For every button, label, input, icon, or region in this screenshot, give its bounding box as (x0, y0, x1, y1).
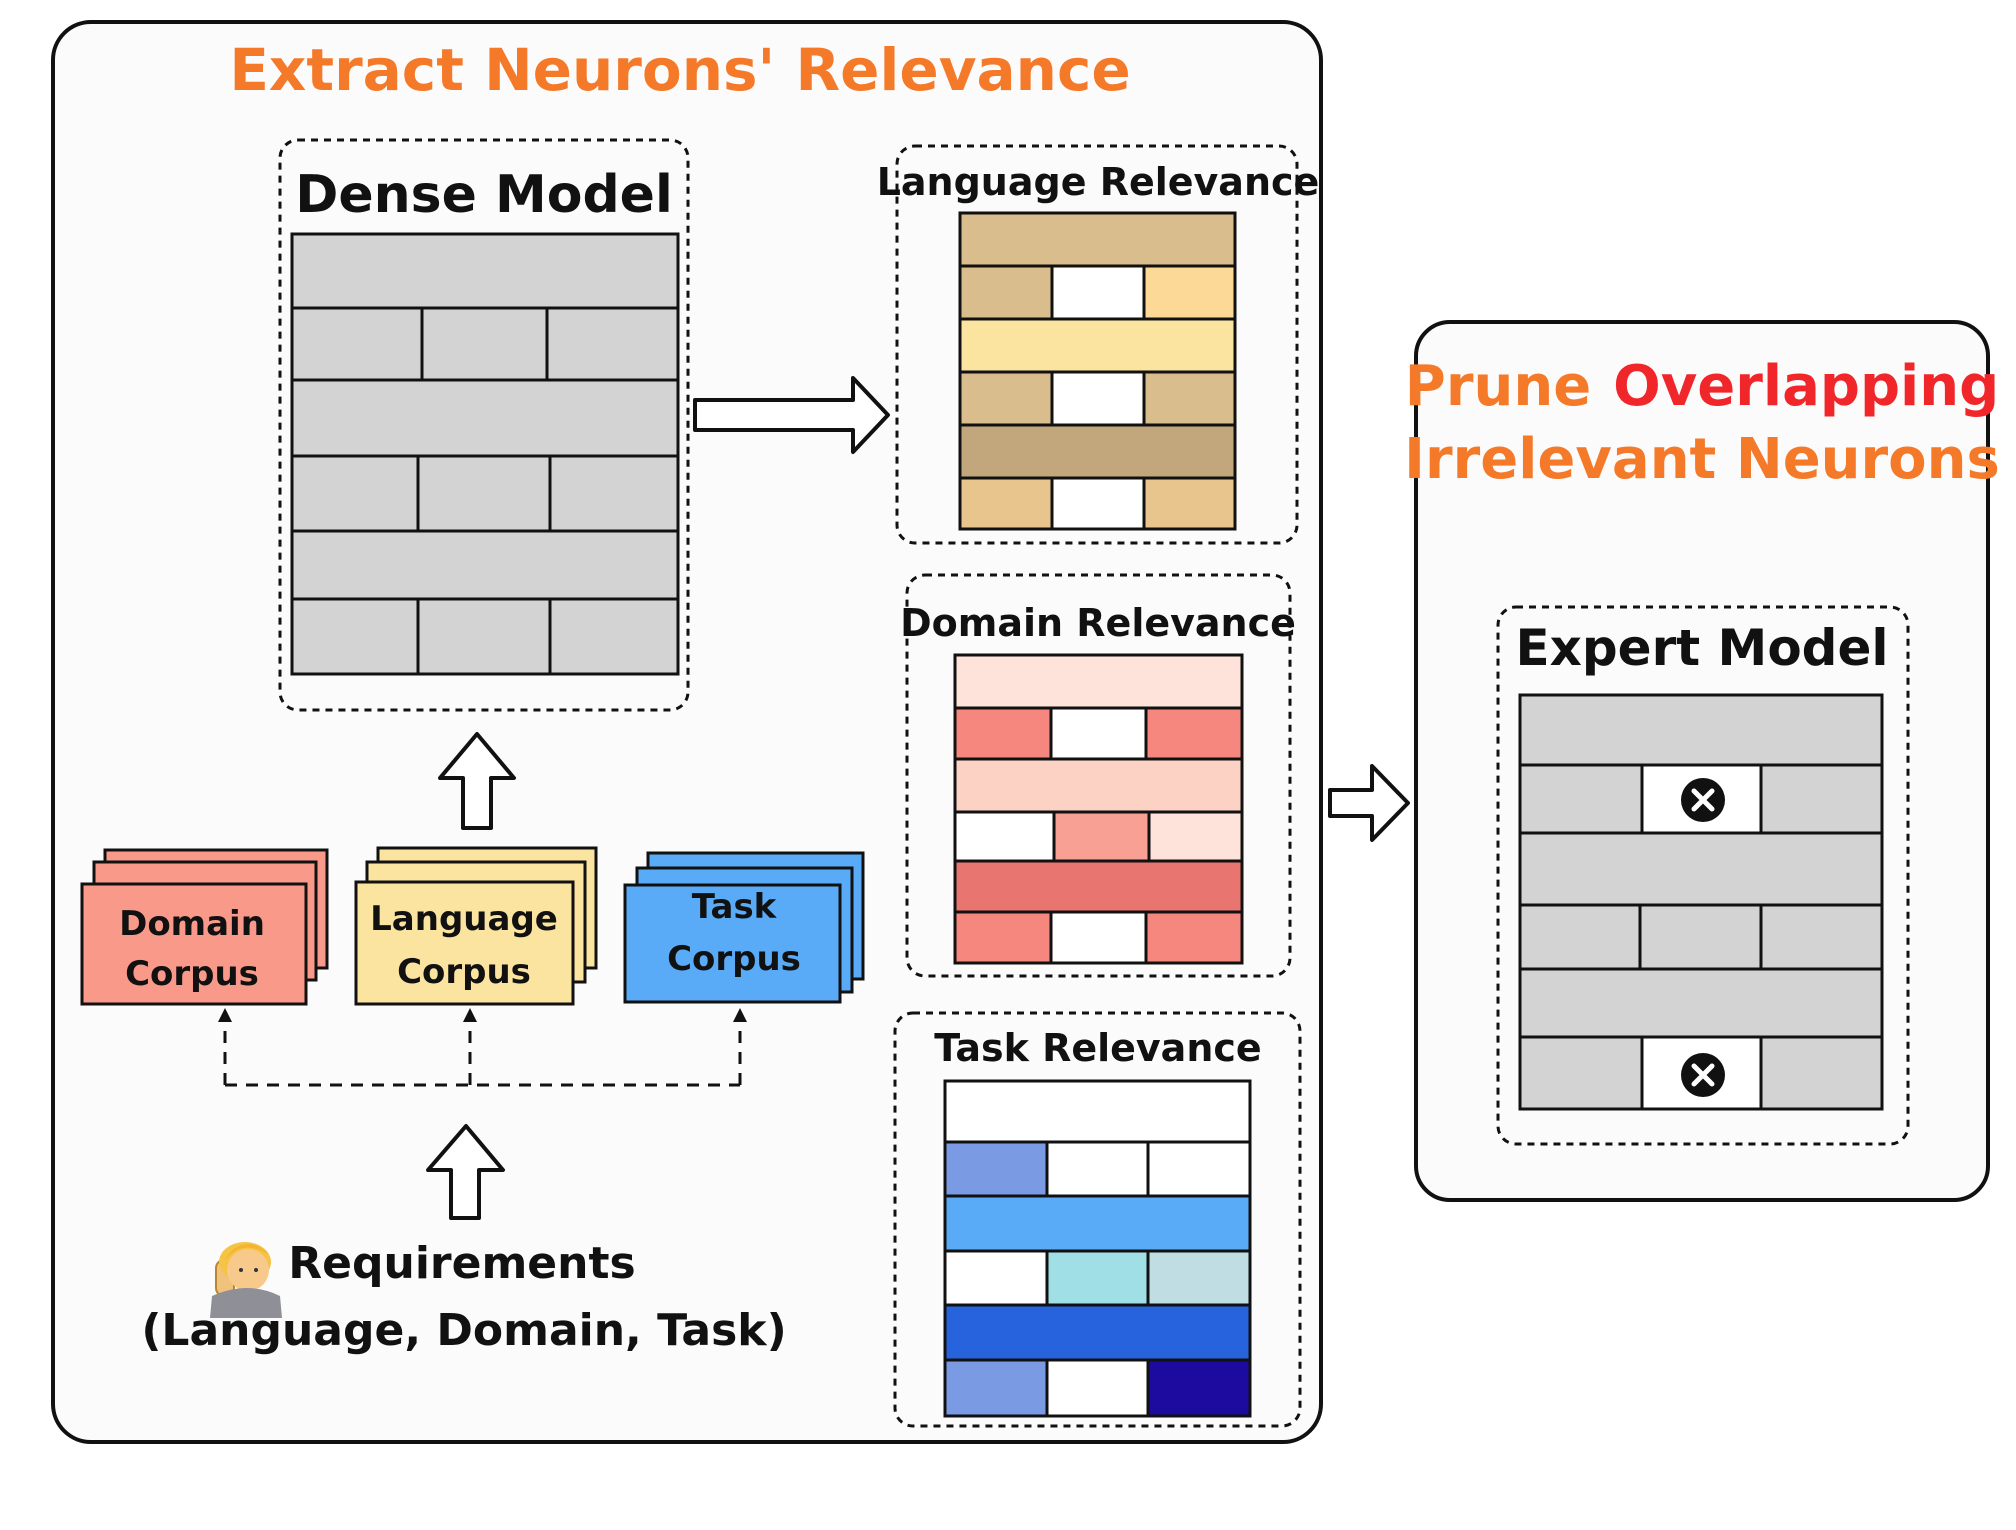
language-corpus-stack: Language Corpus (354, 846, 598, 1006)
requirements-label: Requirements (288, 1238, 635, 1289)
task-relevance-box (893, 1011, 1302, 1428)
prune-word: Prune (1405, 354, 1591, 419)
expert-model-label: Expert Model (1515, 619, 1888, 677)
task-corpus-stack: Task Corpus (623, 851, 865, 1004)
connector-arrowheads (218, 1008, 747, 1022)
arrow-up-icon (438, 732, 516, 830)
requirement-connectors (223, 1024, 742, 1087)
language-relevance-grid (960, 213, 1235, 529)
dense-model-blocks (290, 232, 680, 676)
domain-corpus-label-2: Corpus (125, 954, 259, 994)
requirements-detail: (Language, Domain, Task) (141, 1305, 786, 1356)
language-relevance-box (895, 144, 1299, 545)
arrow-up-icon (426, 1124, 505, 1220)
domain-corpus-label-1: Domain (119, 904, 265, 944)
pruned-neuron-icon (1681, 1053, 1725, 1097)
person-raising-hand-icon (210, 1242, 282, 1318)
prune-panel-title-line2: Irrelevant Neurons (1404, 427, 2000, 492)
overlapping-word: Overlapping (1613, 354, 1999, 419)
task-corpus-label-2: Corpus (667, 939, 801, 979)
arrow-right-icon (1328, 764, 1410, 842)
extract-relevance-title: Extract Neurons' Relevance (229, 36, 1130, 104)
language-relevance-label: Language Relevance (877, 160, 1320, 204)
domain-corpus-stack: Domain Corpus (80, 848, 329, 1006)
arrow-right-icon (693, 376, 890, 454)
task-corpus-label-1: Task (692, 887, 778, 927)
task-relevance-grid (945, 1081, 1250, 1416)
pruned-neuron-icon (1681, 778, 1725, 822)
domain-relevance-label: Domain Relevance (900, 601, 1296, 645)
dense-model-box (278, 138, 690, 712)
expert-model-box (1496, 605, 1910, 1146)
domain-relevance-box (905, 573, 1292, 978)
domain-relevance-grid (955, 655, 1242, 963)
dense-model-label: Dense Model (295, 165, 673, 225)
language-corpus-label-1: Language (370, 899, 558, 939)
task-relevance-label: Task Relevance (934, 1026, 1261, 1070)
language-corpus-label-2: Corpus (397, 952, 531, 992)
expert-model-blocks (1520, 695, 1882, 1109)
prune-panel-title-line1: Prune Overlapping (1405, 354, 1999, 419)
